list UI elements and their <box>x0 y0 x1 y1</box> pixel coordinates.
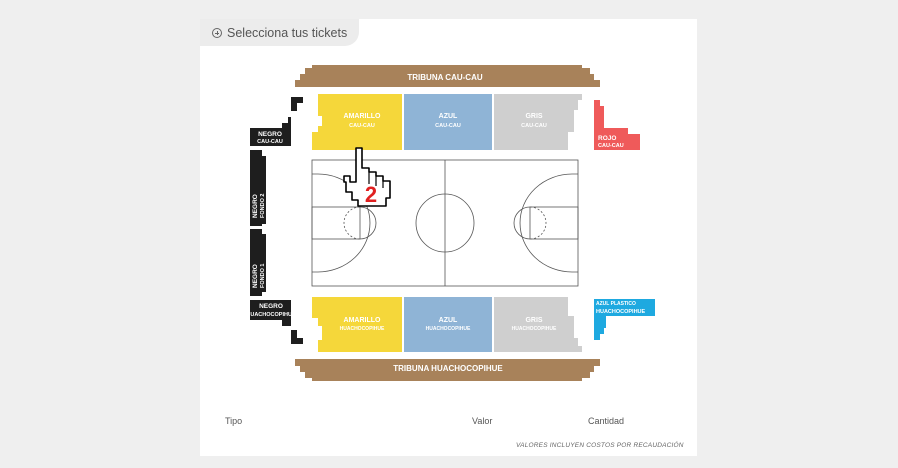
azul-plastico-sub: HUACHOCOPIHUE <box>596 309 646 315</box>
tribuna-huachocopihue-label: TRIBUNA HUACHOCOPIHUE <box>393 364 503 373</box>
negro-caucau-name: NEGRO <box>258 131 282 138</box>
gris-huachocopihue-sub: HUACHOCOPIHUE <box>512 326 557 332</box>
section-azul-caucau[interactable]: AZUL CAU-CAU <box>404 94 492 150</box>
amarillo-caucau-name: AMARILLO <box>344 113 381 120</box>
amarillo-huachocopihue-sub: HUACHOCOPIHUE <box>340 326 385 332</box>
rojo-name: ROJO <box>598 135 616 142</box>
negro-fondo1-sub: FONDO 1 <box>260 264 266 288</box>
negro-fondo2-name: NEGRO <box>252 194 259 218</box>
hand-pointer-icon: 2 <box>343 147 391 207</box>
azul-huachocopihue-sub: HUACHOCOPIHUE <box>426 326 471 332</box>
section-amarillo-huachocopihue[interactable]: AMARILLO HUACHOCOPIHUE <box>312 297 402 352</box>
section-gris-caucau[interactable]: GRIS CAU-CAU <box>494 94 582 150</box>
rojo-sub: CAU-CAU <box>598 143 624 149</box>
section-azul-huachocopihue[interactable]: AZUL HUACHOCOPIHUE <box>404 297 492 352</box>
column-tipo: Tipo <box>225 416 243 426</box>
negro-huachocopihue-name: NEGRO <box>259 303 283 310</box>
tribuna-caucau-label: TRIBUNA CAU-CAU <box>407 73 482 82</box>
section-negro-fondo-1[interactable]: NEGRO FONDO 1 <box>250 229 266 296</box>
section-tribuna-huachocopihue[interactable]: TRIBUNA HUACHOCOPIHUE <box>295 359 600 381</box>
section-negro-huachocopihue[interactable]: NEGRO HUACHOCOPIHUE <box>246 300 303 344</box>
amarillo-caucau-sub: CAU-CAU <box>349 123 375 129</box>
plus-circle-icon <box>212 27 222 38</box>
section-tribuna-caucau[interactable]: TRIBUNA CAU-CAU <box>295 65 600 87</box>
section-azul-plastico-huachocopihue[interactable]: AZUL PLASTICO HUACHOCOPIHUE <box>594 299 655 340</box>
section-negro-caucau[interactable]: NEGRO CAU-CAU <box>250 97 303 146</box>
amarillo-huachocopihue-name: AMARILLO <box>344 317 381 324</box>
ticket-panel <box>200 19 697 456</box>
column-valor: Valor <box>472 416 493 426</box>
price-note: VALORES INCLUYEN COSTOS POR RECAUDACIÓN <box>516 442 684 449</box>
gris-caucau-sub: CAU-CAU <box>521 123 547 129</box>
section-amarillo-caucau[interactable]: AMARILLO CAU-CAU <box>312 94 402 150</box>
select-tickets-tab[interactable]: Selecciona tus tickets <box>200 19 359 46</box>
negro-huachocopihue-sub: HUACHOCOPIHUE <box>246 312 296 318</box>
gris-huachocopihue-name: GRIS <box>525 317 542 324</box>
azul-plastico-name: AZUL PLASTICO <box>596 301 636 307</box>
negro-fondo2-sub: FONDO 2 <box>260 194 266 218</box>
tab-label: Selecciona tus tickets <box>227 25 348 40</box>
azul-caucau-name: AZUL <box>439 113 458 120</box>
basketball-court <box>311 159 579 287</box>
negro-fondo1-name: NEGRO <box>252 264 259 288</box>
step-number: 2 <box>365 182 377 207</box>
negro-caucau-sub: CAU-CAU <box>257 139 283 145</box>
azul-huachocopihue-name: AZUL <box>439 317 458 324</box>
section-rojo-caucau[interactable]: ROJO CAU-CAU <box>594 100 640 150</box>
column-cantidad: Cantidad <box>588 416 625 426</box>
section-gris-huachocopihue[interactable]: GRIS HUACHOCOPIHUE <box>494 297 582 352</box>
section-negro-fondo-2[interactable]: NEGRO FONDO 2 <box>250 150 266 226</box>
azul-caucau-sub: CAU-CAU <box>435 123 461 129</box>
gris-caucau-name: GRIS <box>525 113 542 120</box>
